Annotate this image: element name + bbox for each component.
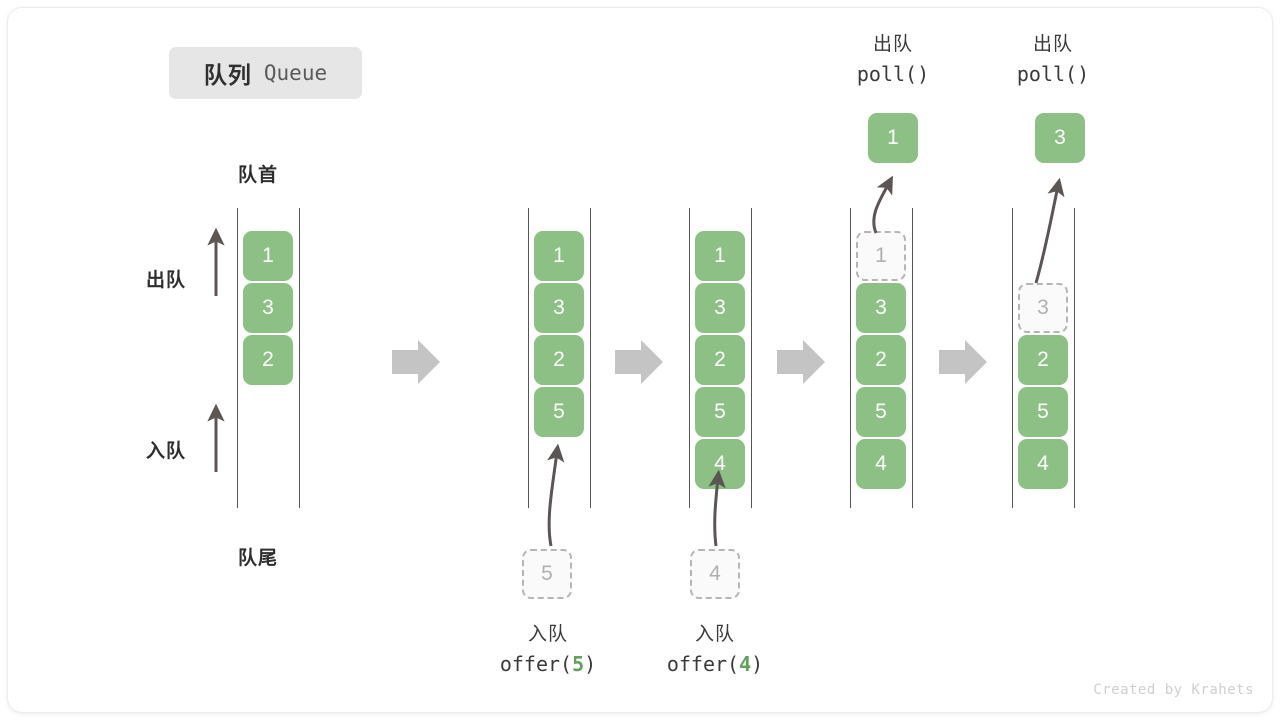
queue-cell: 2	[1018, 335, 1068, 385]
queue-rail-right	[299, 208, 300, 508]
queue-cell: 4	[856, 439, 906, 489]
queue-cell: 5	[1018, 387, 1068, 437]
operation-arg: 4	[739, 652, 752, 677]
pending-element-5: 5	[522, 549, 572, 599]
queue-cell: 2	[243, 335, 293, 385]
watermark: Created by Krahets	[1093, 682, 1254, 698]
operation-label-cn: 入队	[527, 624, 568, 645]
operation-fn-close: )	[1077, 62, 1090, 87]
diagram-card	[8, 8, 1272, 712]
operation-label-cn: 入队	[694, 624, 735, 645]
operation-fn-name: offer(	[499, 652, 573, 677]
queue-cell: 4	[1018, 439, 1068, 489]
queue-cell: 1	[243, 231, 293, 281]
popped-element-1: 1	[868, 113, 918, 163]
queue-tail-label: 队尾	[238, 548, 279, 569]
operation-label-poll-first: 出队 poll()	[808, 30, 978, 90]
operation-label-code: offer(4)	[615, 649, 815, 680]
operation-arg: 5	[572, 652, 585, 677]
operation-label-cn: 出队	[1032, 34, 1073, 55]
operation-label-offer-4: 入队 offer(4)	[615, 620, 815, 680]
pending-element-4: 4	[690, 549, 740, 599]
operation-fn-close: )	[917, 62, 930, 87]
operation-label-offer-5: 入队 offer(5)	[448, 620, 648, 680]
operation-label-code: offer(5)	[448, 649, 648, 680]
operation-fn-name: poll(	[856, 62, 918, 87]
queue-cell: 3	[243, 283, 293, 333]
queue-rail-left	[1012, 208, 1013, 508]
title-badge: 队列 Queue	[169, 47, 362, 99]
queue-cell-removed: 1	[856, 231, 906, 281]
queue-cell: 3	[856, 283, 906, 333]
queue-cell: 2	[856, 335, 906, 385]
queue-cell: 1	[695, 231, 745, 281]
operation-fn-close: )	[584, 652, 597, 677]
operation-label-poll-second: 出队 poll()	[968, 30, 1138, 90]
queue-rail-left	[528, 208, 529, 508]
queue-rail-right	[751, 208, 752, 508]
queue-rail-right	[912, 208, 913, 508]
queue-cell: 2	[534, 335, 584, 385]
dequeue-direction-label: 出队	[146, 270, 187, 291]
operation-fn-name: offer(	[666, 652, 740, 677]
queue-rail-right	[590, 208, 591, 508]
queue-rail-right	[1074, 208, 1075, 508]
operation-fn-close: )	[751, 652, 764, 677]
queue-rail-left	[237, 208, 238, 508]
popped-element-3: 3	[1035, 113, 1085, 163]
title-label-cn: 队列	[203, 62, 252, 88]
queue-cell-new: 5	[534, 387, 584, 437]
operation-label-cn: 出队	[872, 34, 913, 55]
queue-cell: 3	[534, 283, 584, 333]
operation-fn-name: poll(	[1016, 62, 1078, 87]
queue-cell: 5	[695, 387, 745, 437]
queue-cell: 3	[695, 283, 745, 333]
title-label-en: Queue	[263, 61, 328, 85]
enqueue-direction-label: 入队	[146, 441, 187, 462]
queue-rail-left	[850, 208, 851, 508]
operation-label-code: poll()	[968, 59, 1138, 90]
queue-cell-removed: 3	[1018, 283, 1068, 333]
queue-cell: 5	[856, 387, 906, 437]
queue-cell: 2	[695, 335, 745, 385]
queue-rail-left	[689, 208, 690, 508]
queue-cell: 1	[534, 231, 584, 281]
queue-head-label: 队首	[238, 165, 279, 186]
operation-label-code: poll()	[808, 59, 978, 90]
queue-cell-new: 4	[695, 439, 745, 489]
